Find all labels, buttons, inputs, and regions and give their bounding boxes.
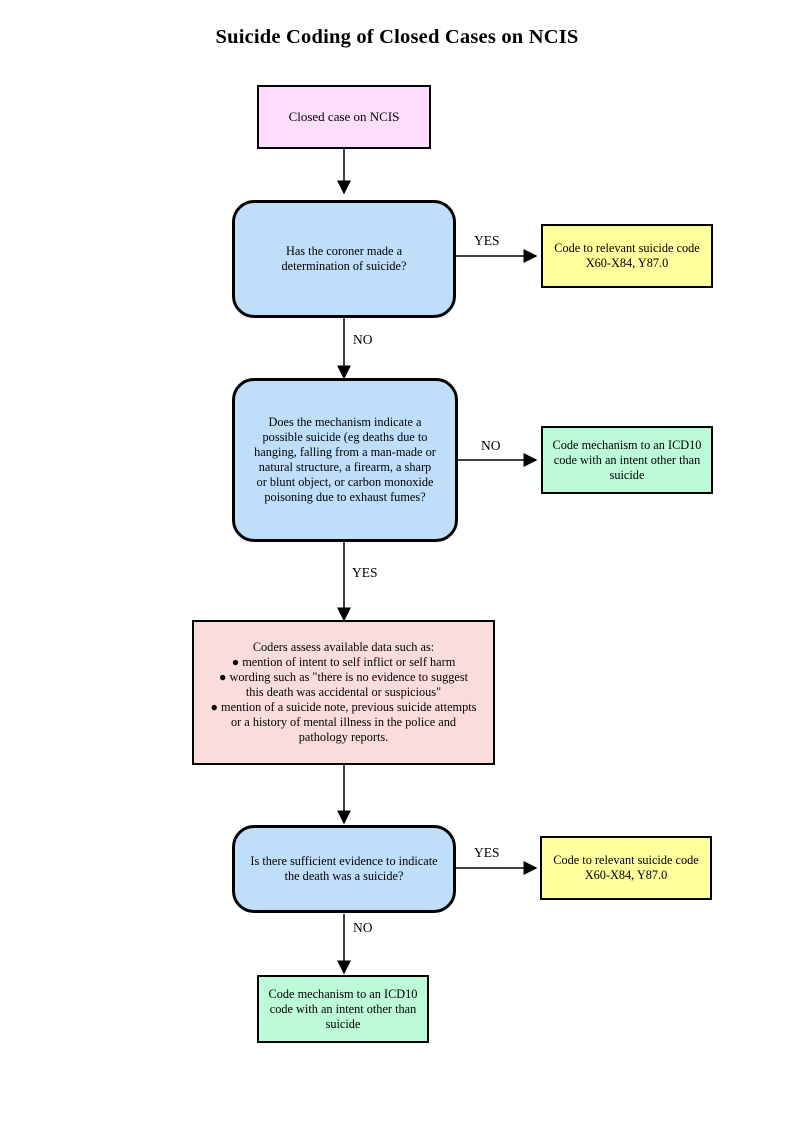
suicide-code-label-bottom: Code to relevant suicide code X60-X84, Y… (553, 853, 699, 882)
sufficient-evidence-label: Is there sufficient evidence to indicate… (250, 854, 438, 883)
edge-label-decision3-yes: YES (474, 845, 500, 860)
edge-label-decision2-no: NO (481, 438, 501, 453)
edge-label-decision3-no: NO (353, 920, 373, 935)
coroner-determination-decision[interactable]: Has the coroner made a determination of … (232, 200, 456, 318)
edge-label-decision1-no: NO (353, 332, 373, 347)
closed-case-node[interactable]: Closed case on NCIS (257, 85, 431, 149)
sufficient-evidence-decision[interactable]: Is there sufficient evidence to indicate… (232, 825, 456, 913)
other-intent-node-bottom[interactable]: Code mechanism to an ICD10 code with an … (257, 975, 429, 1043)
suicide-code-label-top: Code to relevant suicide code X60-X84, Y… (554, 241, 700, 270)
page-title: Suicide Coding of Closed Cases on NCIS (215, 26, 579, 48)
suicide-code-node-top[interactable]: Code to relevant suicide code X60-X84, Y… (541, 224, 713, 288)
coders-assess-data-label: Coders assess available data such as: ● … (210, 640, 477, 744)
mechanism-indicates-suicide-decision[interactable]: Does the mechanism indicate a possible s… (232, 378, 458, 542)
coroner-determination-label: Has the coroner made a determination of … (281, 244, 407, 273)
other-intent-node-middle[interactable]: Code mechanism to an ICD10 code with an … (541, 426, 713, 494)
edge-label-decision2-yes: YES (352, 565, 378, 580)
suicide-code-node-bottom[interactable]: Code to relevant suicide code X60-X84, Y… (540, 836, 712, 900)
other-intent-label-middle: Code mechanism to an ICD10 code with an … (552, 437, 702, 482)
other-intent-label-bottom: Code mechanism to an ICD10 code with an … (268, 986, 418, 1031)
coders-assess-data-node[interactable]: Coders assess available data such as: ● … (192, 620, 495, 765)
mechanism-indicates-suicide-label: Does the mechanism indicate a possible s… (254, 415, 436, 504)
edge-label-decision1-yes: YES (474, 233, 500, 248)
closed-case-label: Closed case on NCIS (288, 109, 400, 125)
